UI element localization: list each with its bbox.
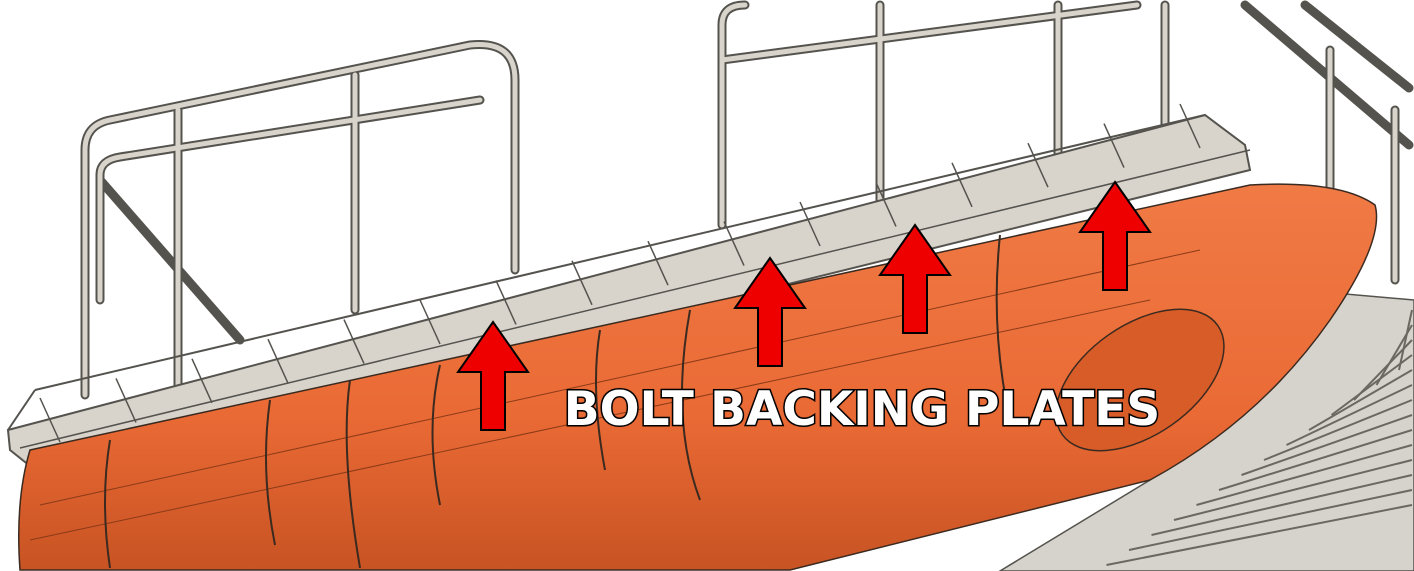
grating-bar [1375, 324, 1413, 386]
grating-bar [1398, 309, 1413, 371]
arrow-up-icon [878, 223, 952, 334]
grating-bar [1218, 429, 1413, 491]
arrow-up-icon [456, 320, 530, 431]
grating-bar [1286, 384, 1413, 446]
frame-crossmember [875, 182, 897, 227]
grating-bar [1241, 414, 1413, 476]
frame-crossmember [115, 378, 137, 423]
grating-bar [1196, 444, 1413, 506]
frame-crossmember [495, 280, 517, 325]
frame-crossmember [1179, 103, 1201, 149]
frame-crossmember [1103, 123, 1125, 168]
frame-crossmember [951, 162, 973, 208]
deck-frame [6, 103, 1252, 472]
frame-crossmember [39, 397, 61, 443]
frame-crossmember [1027, 142, 1049, 188]
grating-bar [1128, 489, 1413, 551]
frame-crossmember [191, 358, 213, 404]
annotation-label: BOLT BACKING PLATES [562, 381, 1161, 439]
frame-crossmember [723, 221, 745, 266]
grating-bar [1173, 459, 1413, 521]
frame-crossmember [419, 299, 441, 345]
grating-bar [1106, 504, 1413, 566]
grating-bar [1330, 354, 1413, 416]
grating-bar [1263, 399, 1413, 461]
arrows [456, 180, 1152, 431]
grating-bar [1151, 474, 1413, 536]
frame-crossmember [799, 201, 821, 247]
pontoon-tube [18, 183, 1378, 571]
frame-crossmember [267, 338, 289, 384]
frame-crossmember [571, 260, 593, 306]
grating-bar [1308, 369, 1413, 431]
arrow-up-icon [733, 256, 807, 367]
arrow-up-icon [1078, 180, 1152, 291]
frame-crossmember [647, 240, 669, 286]
frame-crossmember [343, 319, 365, 364]
